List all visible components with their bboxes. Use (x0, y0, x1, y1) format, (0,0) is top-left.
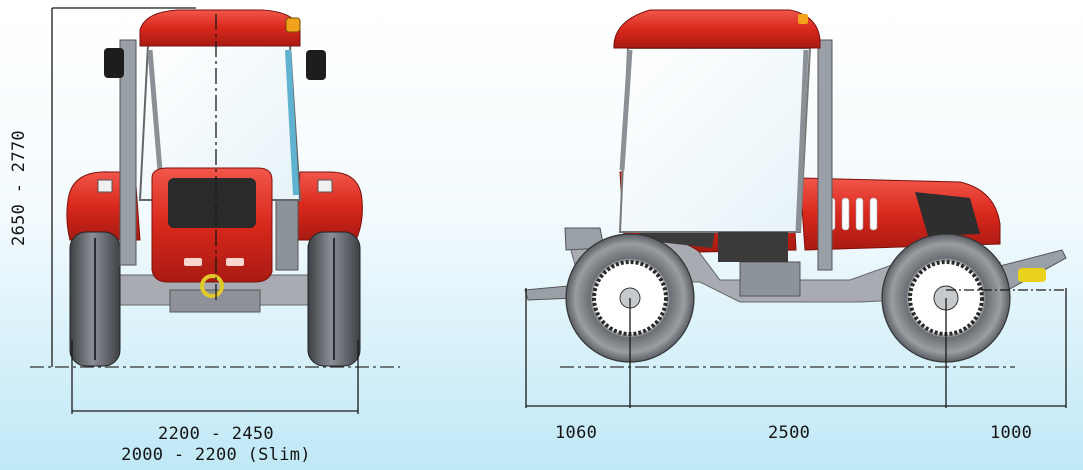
front-overhang-label: 1060 (555, 423, 598, 443)
front-view-tractor (30, 9, 400, 368)
height-dimension-label: 2650 - 2770 (2, 118, 36, 258)
rear-overhang-label: 1000 (990, 423, 1033, 443)
left-mirror (104, 48, 124, 78)
left-exhaust (119, 39, 137, 266)
front-roof (139, 9, 301, 47)
side-roof (613, 9, 821, 49)
front-dimension-lines (51, 7, 359, 414)
side-dimension-lines (525, 288, 1067, 408)
width-dimension-label: 2200 - 2450 (158, 424, 274, 444)
side-cab (618, 47, 812, 233)
right-fender (295, 171, 363, 241)
wheelbase-label: 2500 (768, 423, 811, 443)
side-view-tractor (524, 9, 1067, 368)
right-mirror (306, 50, 326, 80)
height-dimension-text: 2650 - 2770 (9, 130, 29, 246)
front-grille (168, 178, 256, 228)
width-slim-dimension-label: 2000 - 2200 (Slim) (121, 445, 311, 465)
side-exhaust (817, 39, 833, 271)
